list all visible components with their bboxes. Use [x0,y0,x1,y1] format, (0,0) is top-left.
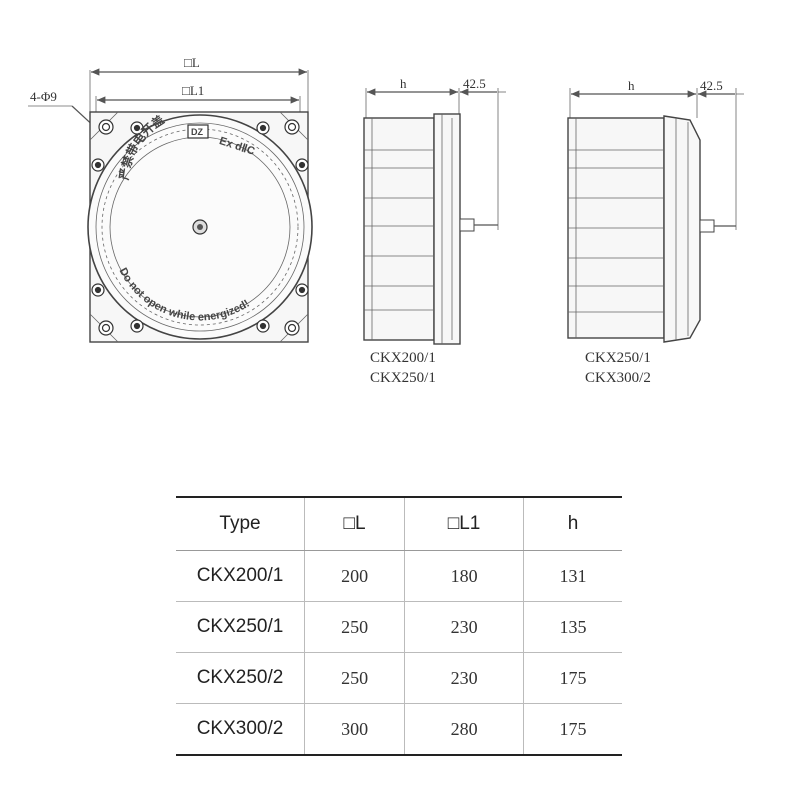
cell-h: 175 [523,703,622,756]
cell-h: 175 [523,652,622,704]
cell-L1: 230 [404,601,524,653]
table-header-row: Type □L □L1 h [176,496,622,551]
table-row: CKX250/2 250 230 175 [176,652,622,704]
side1-model-1: CKX200/1 [370,350,436,366]
side1-dimensions: h 42.5 [365,76,506,230]
cell-L1: 230 [404,652,524,704]
side2-cover [663,115,701,343]
dimension-L: □L [89,55,309,112]
cell-L1: 280 [404,703,524,756]
cell-type: CKX250/1 [176,601,305,653]
cell-L: 200 [303,550,405,602]
side1-offset-label: 42.5 [463,76,486,91]
side1-stud [459,218,498,232]
technical-drawing: □L □L1 4-Φ9 [28,55,744,386]
cell-type: CKX200/1 [176,550,305,602]
side2-model-2: CKX300/2 [585,370,651,386]
cell-h: 135 [523,601,622,653]
side1-h-label: h [400,76,407,91]
mounting-holes [98,119,300,336]
side2-model-1: CKX250/1 [585,350,651,366]
front-view: □L □L1 4-Φ9 [28,55,313,343]
logo: DZ [187,124,209,139]
cell-L: 250 [303,652,405,704]
cell-h: 131 [523,550,622,602]
side1-body [363,117,435,341]
holes-callout: 4-Φ9 [28,89,99,131]
side2-dimensions: h 42.5 [569,78,744,230]
header-h: h [523,496,622,551]
cell-L: 300 [303,703,405,756]
cell-L1: 180 [404,550,524,602]
holes-label: 4-Φ9 [30,89,57,104]
header-L: □L [303,496,405,551]
header-type: Type [176,496,305,551]
side2-offset-label: 42.5 [700,78,723,93]
dimension-L1-label: □L1 [182,83,204,98]
side2-stud [699,219,736,233]
cell-type: CKX300/2 [176,703,305,756]
cell-type: CKX250/2 [176,652,305,704]
table-row: CKX250/1 250 230 135 [176,601,622,653]
dimension-L-label: □L [184,55,200,70]
side2-h-label: h [628,78,635,93]
cell-L: 250 [303,601,405,653]
table-row: CKX300/2 300 280 175 [176,703,622,756]
header-L1: □L1 [404,496,524,551]
cover-bolts [91,121,309,333]
side1-model-2: CKX250/1 [370,370,436,386]
side-view-1: h 42.5 CKX200/1 CKX250/1 [363,76,506,386]
spec-table: Type □L □L1 h CKX200/1 200 180 131 CKX25… [176,496,622,756]
table-row: CKX200/1 200 180 131 [176,550,622,602]
svg-text:DZ: DZ [191,127,203,137]
side-view-2: h 42.5 CKX250/1 CKX300/2 [567,78,744,386]
